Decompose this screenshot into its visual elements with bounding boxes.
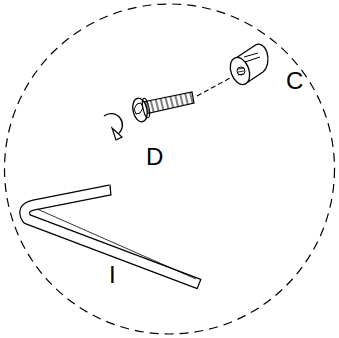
screw <box>131 92 194 123</box>
part-letter: C <box>286 69 303 93</box>
allen-key <box>25 185 201 290</box>
part-letter: I <box>109 263 116 287</box>
rotation-arrow <box>104 114 122 140</box>
part-letter: D <box>146 145 163 169</box>
detail-circle <box>5 4 335 334</box>
axis-line <box>197 78 230 96</box>
barrel-nut <box>227 44 268 87</box>
